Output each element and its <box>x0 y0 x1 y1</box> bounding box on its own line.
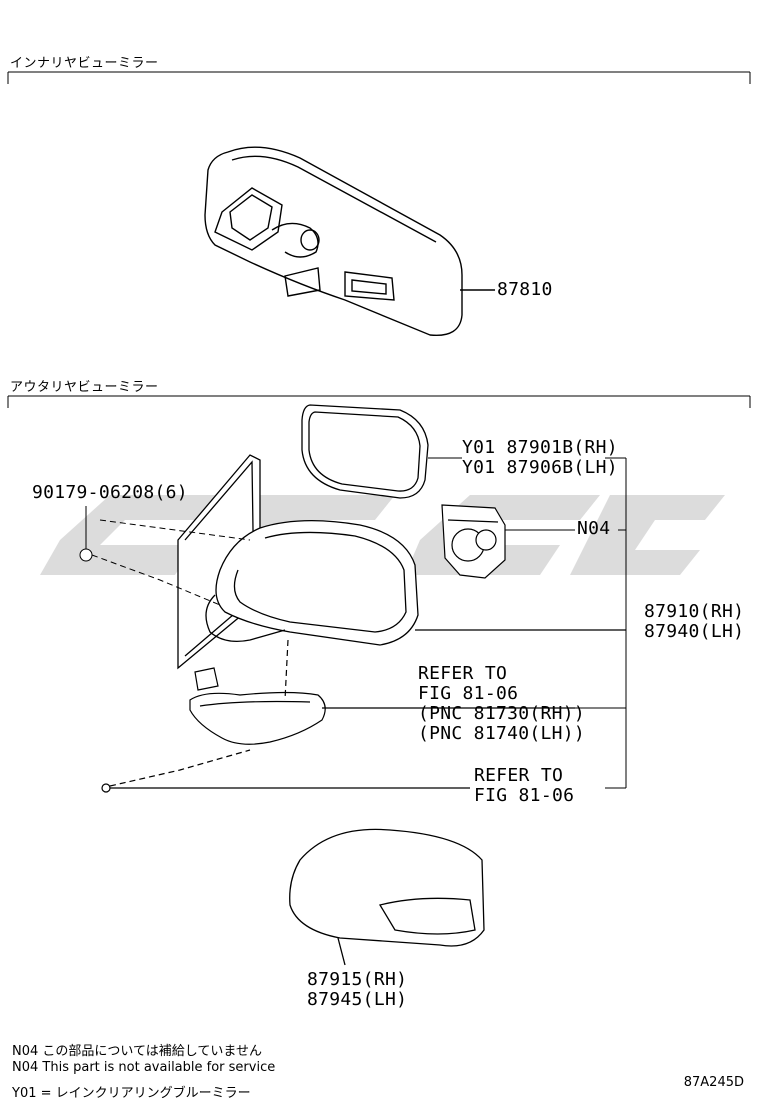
refer-note-1-line-2[interactable]: FIG 81-06 <box>418 683 519 704</box>
part-label-inner-mirror[interactable]: 87810 <box>497 279 553 300</box>
cover-drawing <box>289 828 485 966</box>
inner-section-bracket <box>7 71 751 84</box>
part-label-bolt[interactable]: 90179-06208(6) <box>32 482 188 503</box>
callout-bracket <box>575 457 627 789</box>
part-label-cover-rh[interactable]: 87915(RH) <box>307 969 408 990</box>
part-label-mirror-rh[interactable]: 87910(RH) <box>644 601 745 622</box>
part-label-glass-rh[interactable]: Y01 87901B(RH) <box>462 437 618 458</box>
outer-mirror-section-title: アウタリヤビューミラー <box>10 380 159 395</box>
part-label-cover-lh[interactable]: 87945(LH) <box>307 989 408 1010</box>
part-label-mirror-lh[interactable]: 87940(LH) <box>644 621 745 642</box>
part-label-glass-lh[interactable]: Y01 87906B(LH) <box>462 457 618 478</box>
refer-note-1-line-3[interactable]: (PNC 81730(RH)) <box>418 703 586 724</box>
inner-mirror-section-title: インナリヤビューミラー <box>10 56 159 71</box>
inner-mirror-drawing <box>204 146 495 337</box>
refer-note-1-line-4[interactable]: (PNC 81740(LH)) <box>418 723 586 744</box>
refer-note-1-line-1: REFER TO <box>418 663 508 684</box>
turn-signal-drawing <box>101 639 575 793</box>
note-n04-japanese: N04 この部品については補給していません <box>12 1044 262 1059</box>
part-label-motor[interactable]: N04 <box>577 518 611 539</box>
mirror-glass-drawing <box>301 404 429 499</box>
outer-section-bracket <box>7 395 751 408</box>
figure-code: 87A245D <box>683 1075 744 1090</box>
refer-note-2-line-1: REFER TO <box>474 765 564 786</box>
note-y01-japanese: Y01 = レインクリアリングブルーミラー <box>12 1086 251 1101</box>
motor-drawing <box>441 504 506 579</box>
outer-mirror-housing-drawing <box>177 454 626 670</box>
bolt-drawing <box>79 506 251 606</box>
refer-note-2-line-2[interactable]: FIG 81-06 <box>474 785 575 806</box>
note-n04-english: N04 This part is not available for servi… <box>12 1060 276 1075</box>
